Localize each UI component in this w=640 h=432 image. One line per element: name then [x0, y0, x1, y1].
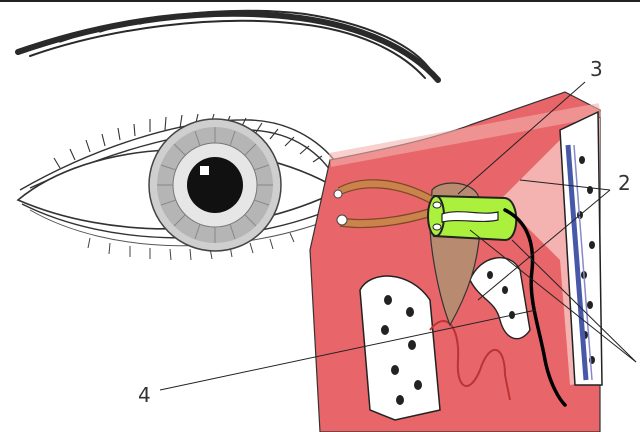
top-border [0, 0, 640, 2]
eyebrow [18, 11, 438, 80]
label-3: 3 [590, 57, 603, 81]
label-2: 2 [618, 171, 631, 195]
pupil [187, 157, 243, 213]
silicone-tube [428, 196, 516, 240]
label-4: 4 [138, 383, 151, 407]
pupil-highlight [200, 166, 209, 175]
